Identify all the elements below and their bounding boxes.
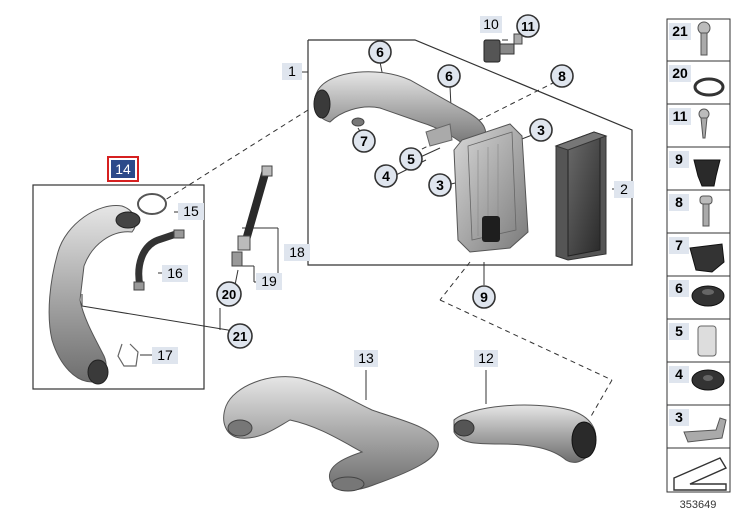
label-12: 12 xyxy=(474,350,498,367)
part-10-sensor xyxy=(483,33,523,63)
svg-text:3: 3 xyxy=(436,177,444,193)
svg-text:21: 21 xyxy=(672,23,688,39)
grommet-icon-9 xyxy=(693,159,721,187)
sidebar-label-21[interactable]: 21 xyxy=(669,23,691,40)
part-13-crossover-duct xyxy=(223,376,439,492)
part-17-clip xyxy=(117,343,139,367)
label-5: 5 xyxy=(399,147,423,171)
svg-text:17: 17 xyxy=(157,347,173,363)
sidebar-label-8[interactable]: 8 xyxy=(669,194,689,211)
svg-text:18: 18 xyxy=(289,244,305,260)
sidebar-label-11[interactable]: 11 xyxy=(669,108,691,125)
label-6a: 6 xyxy=(368,40,392,64)
label-1: 1 xyxy=(282,63,302,80)
label-2: 2 xyxy=(614,181,634,198)
arrow-icon xyxy=(673,457,728,491)
svg-text:13: 13 xyxy=(358,350,374,366)
svg-text:11: 11 xyxy=(521,19,535,34)
sidebar-label-6[interactable]: 6 xyxy=(669,280,689,297)
svg-text:9: 9 xyxy=(480,289,488,305)
label-3a: 3 xyxy=(529,118,553,142)
label-14-highlighted[interactable]: 14 xyxy=(107,156,139,182)
svg-text:16: 16 xyxy=(167,265,183,281)
assembly-frame-14 xyxy=(32,184,205,390)
label-11: 11 xyxy=(516,14,540,38)
svg-text:6: 6 xyxy=(376,44,384,60)
svg-text:20: 20 xyxy=(672,65,688,81)
sidebar-label-9[interactable]: 9 xyxy=(669,151,689,168)
label-18: 18 xyxy=(284,244,310,261)
svg-text:20: 20 xyxy=(222,287,236,302)
svg-text:4: 4 xyxy=(382,168,390,184)
part-15-clamp-ring xyxy=(137,193,167,215)
label-20: 20 xyxy=(216,281,242,307)
label-9: 9 xyxy=(472,285,496,309)
svg-text:12: 12 xyxy=(478,350,494,366)
sleeve-icon xyxy=(697,325,717,357)
part-14-intake-boot xyxy=(48,205,141,385)
label-21: 21 xyxy=(227,323,253,349)
label-10: 10 xyxy=(480,16,502,33)
bolt-icon xyxy=(697,21,711,56)
svg-text:7: 7 xyxy=(360,133,368,149)
svg-text:21: 21 xyxy=(233,329,247,344)
svg-text:9: 9 xyxy=(675,151,683,167)
svg-text:7: 7 xyxy=(675,237,683,253)
svg-text:15: 15 xyxy=(183,203,199,219)
sidebar-label-4[interactable]: 4 xyxy=(669,366,689,383)
sidebar-label-7[interactable]: 7 xyxy=(669,237,689,254)
svg-text:11: 11 xyxy=(673,108,688,124)
svg-text:8: 8 xyxy=(558,68,566,84)
svg-text:2: 2 xyxy=(620,181,628,197)
pin-icon xyxy=(699,195,713,227)
label-3b: 3 xyxy=(428,173,452,197)
label-7: 7 xyxy=(352,129,376,153)
part-18-vent-tube xyxy=(231,165,273,267)
sidebar-label-20[interactable]: 20 xyxy=(669,65,691,82)
label-6b: 6 xyxy=(437,64,461,88)
bracket-icon xyxy=(683,417,727,443)
label-8: 8 xyxy=(550,64,574,88)
grommet-icon-7 xyxy=(689,243,725,273)
grommet-icon-6 xyxy=(691,285,725,307)
svg-text:10: 10 xyxy=(483,16,499,32)
label-17: 17 xyxy=(152,347,178,364)
part-2-filter-element xyxy=(554,131,608,261)
part-1-intake-duct xyxy=(313,71,487,151)
sidebar-label-5[interactable]: 5 xyxy=(669,323,689,340)
part-12-intake-duct xyxy=(453,404,597,463)
svg-text:5: 5 xyxy=(407,151,415,167)
label-4: 4 xyxy=(374,164,398,188)
diagram-reference-number: 353649 xyxy=(680,499,717,511)
label-15: 15 xyxy=(178,203,204,220)
svg-text:4: 4 xyxy=(675,366,683,382)
svg-text:1: 1 xyxy=(288,63,296,79)
svg-text:19: 19 xyxy=(261,273,277,289)
svg-text:14: 14 xyxy=(115,161,131,177)
svg-text:6: 6 xyxy=(675,280,683,296)
label-13: 13 xyxy=(354,350,378,367)
svg-text:3: 3 xyxy=(537,122,545,138)
label-19: 19 xyxy=(256,273,282,290)
svg-text:5: 5 xyxy=(675,323,683,339)
dashed-connection-lines xyxy=(164,81,613,419)
svg-text:3: 3 xyxy=(675,409,683,425)
svg-text:8: 8 xyxy=(675,194,683,210)
screw-icon xyxy=(698,108,710,139)
part-16-hose xyxy=(133,229,185,291)
part-3-airbox-housing xyxy=(425,123,529,253)
sidebar-label-3[interactable]: 3 xyxy=(669,409,689,426)
label-16: 16 xyxy=(162,265,188,282)
svg-text:6: 6 xyxy=(445,68,453,84)
o-ring-icon xyxy=(693,77,725,97)
grommet-icon-4 xyxy=(691,369,725,391)
